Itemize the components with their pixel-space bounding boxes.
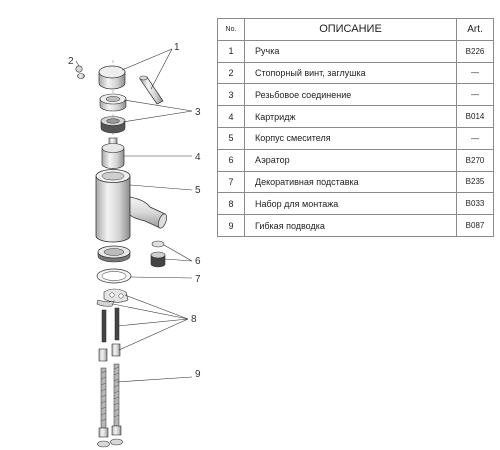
handle-part [98,65,164,105]
aerator-part [150,240,166,268]
table-row: 6 Аэратор B270 [217,148,494,172]
row-no: 2 [217,61,245,85]
row-art: B033 [456,192,494,216]
exploded-view-drawing: 1 2 3 4 5 6 7 8 9 [68,42,201,448]
row-description: Резьбовое соединение [244,83,457,107]
table-row: 2 Стопорный винт, заглушка — [217,61,494,85]
row-no: 8 [217,192,245,216]
table-row: 1 Ручка B226 [217,39,494,63]
row-art: B014 [456,105,494,128]
row-description: Аэратор [244,148,457,172]
row-art: — [456,126,494,150]
mixer-body-part [95,169,168,243]
row-description: Корпус смесителя [244,126,457,150]
table-row: 5 Корпус смесителя — [217,126,494,150]
flexible-hoses-part [97,363,123,448]
table-header-row: No. ОПИСАНИЕ Art. [217,18,494,41]
row-no: 3 [217,83,245,107]
row-description: Декоративная подставка [244,170,457,194]
table-row: 3 Резьбовое соединение — [217,83,494,107]
parts-table: No. ОПИСАНИЕ Art. 1 Ручка B226 2 Стопорн… [217,18,494,237]
table-row: 7 Декоративная подставка B235 [217,170,494,194]
mounting-kit-part [96,288,129,362]
callout-5: 5 [195,185,201,196]
row-description: Набор для монтажа [244,192,457,216]
callout-4: 4 [195,152,201,163]
row-no: 5 [217,126,245,150]
callout-1: 1 [174,42,180,53]
table-row: 4 Картридж B014 [217,105,494,128]
table-row: 9 Гибкая подводка B087 [217,214,494,237]
header-description: ОПИСАНИЕ [244,18,457,41]
table-row: 8 Набор для монтажа B033 [217,192,494,216]
row-no: 7 [217,170,245,194]
set-screw-part [75,65,85,79]
row-no: 4 [217,105,245,128]
row-description: Картридж [244,105,457,128]
row-art: B270 [456,148,494,172]
row-no: 6 [217,148,245,172]
row-description: Ручка [244,39,457,63]
threaded-connection-part [99,93,127,134]
decorative-base-part [96,245,132,284]
row-art: — [456,83,494,107]
row-description: Стопорный винт, заглушка [244,61,457,85]
row-description: Гибкая подводка [244,214,457,237]
row-art: B235 [456,170,494,194]
callout-2: 2 [68,56,74,67]
callout-6: 6 [195,256,201,267]
header-no: No. [217,18,245,41]
header-art: Art. [456,18,494,41]
callout-3: 3 [195,107,201,118]
cartridge-part [101,137,125,169]
row-no: 9 [217,214,245,237]
callout-7: 7 [195,274,201,285]
row-art: B226 [456,39,494,63]
row-no: 1 [217,39,245,63]
row-art: B087 [456,214,494,237]
callout-8: 8 [191,314,197,325]
row-art: — [456,61,494,85]
callout-9: 9 [195,369,201,380]
